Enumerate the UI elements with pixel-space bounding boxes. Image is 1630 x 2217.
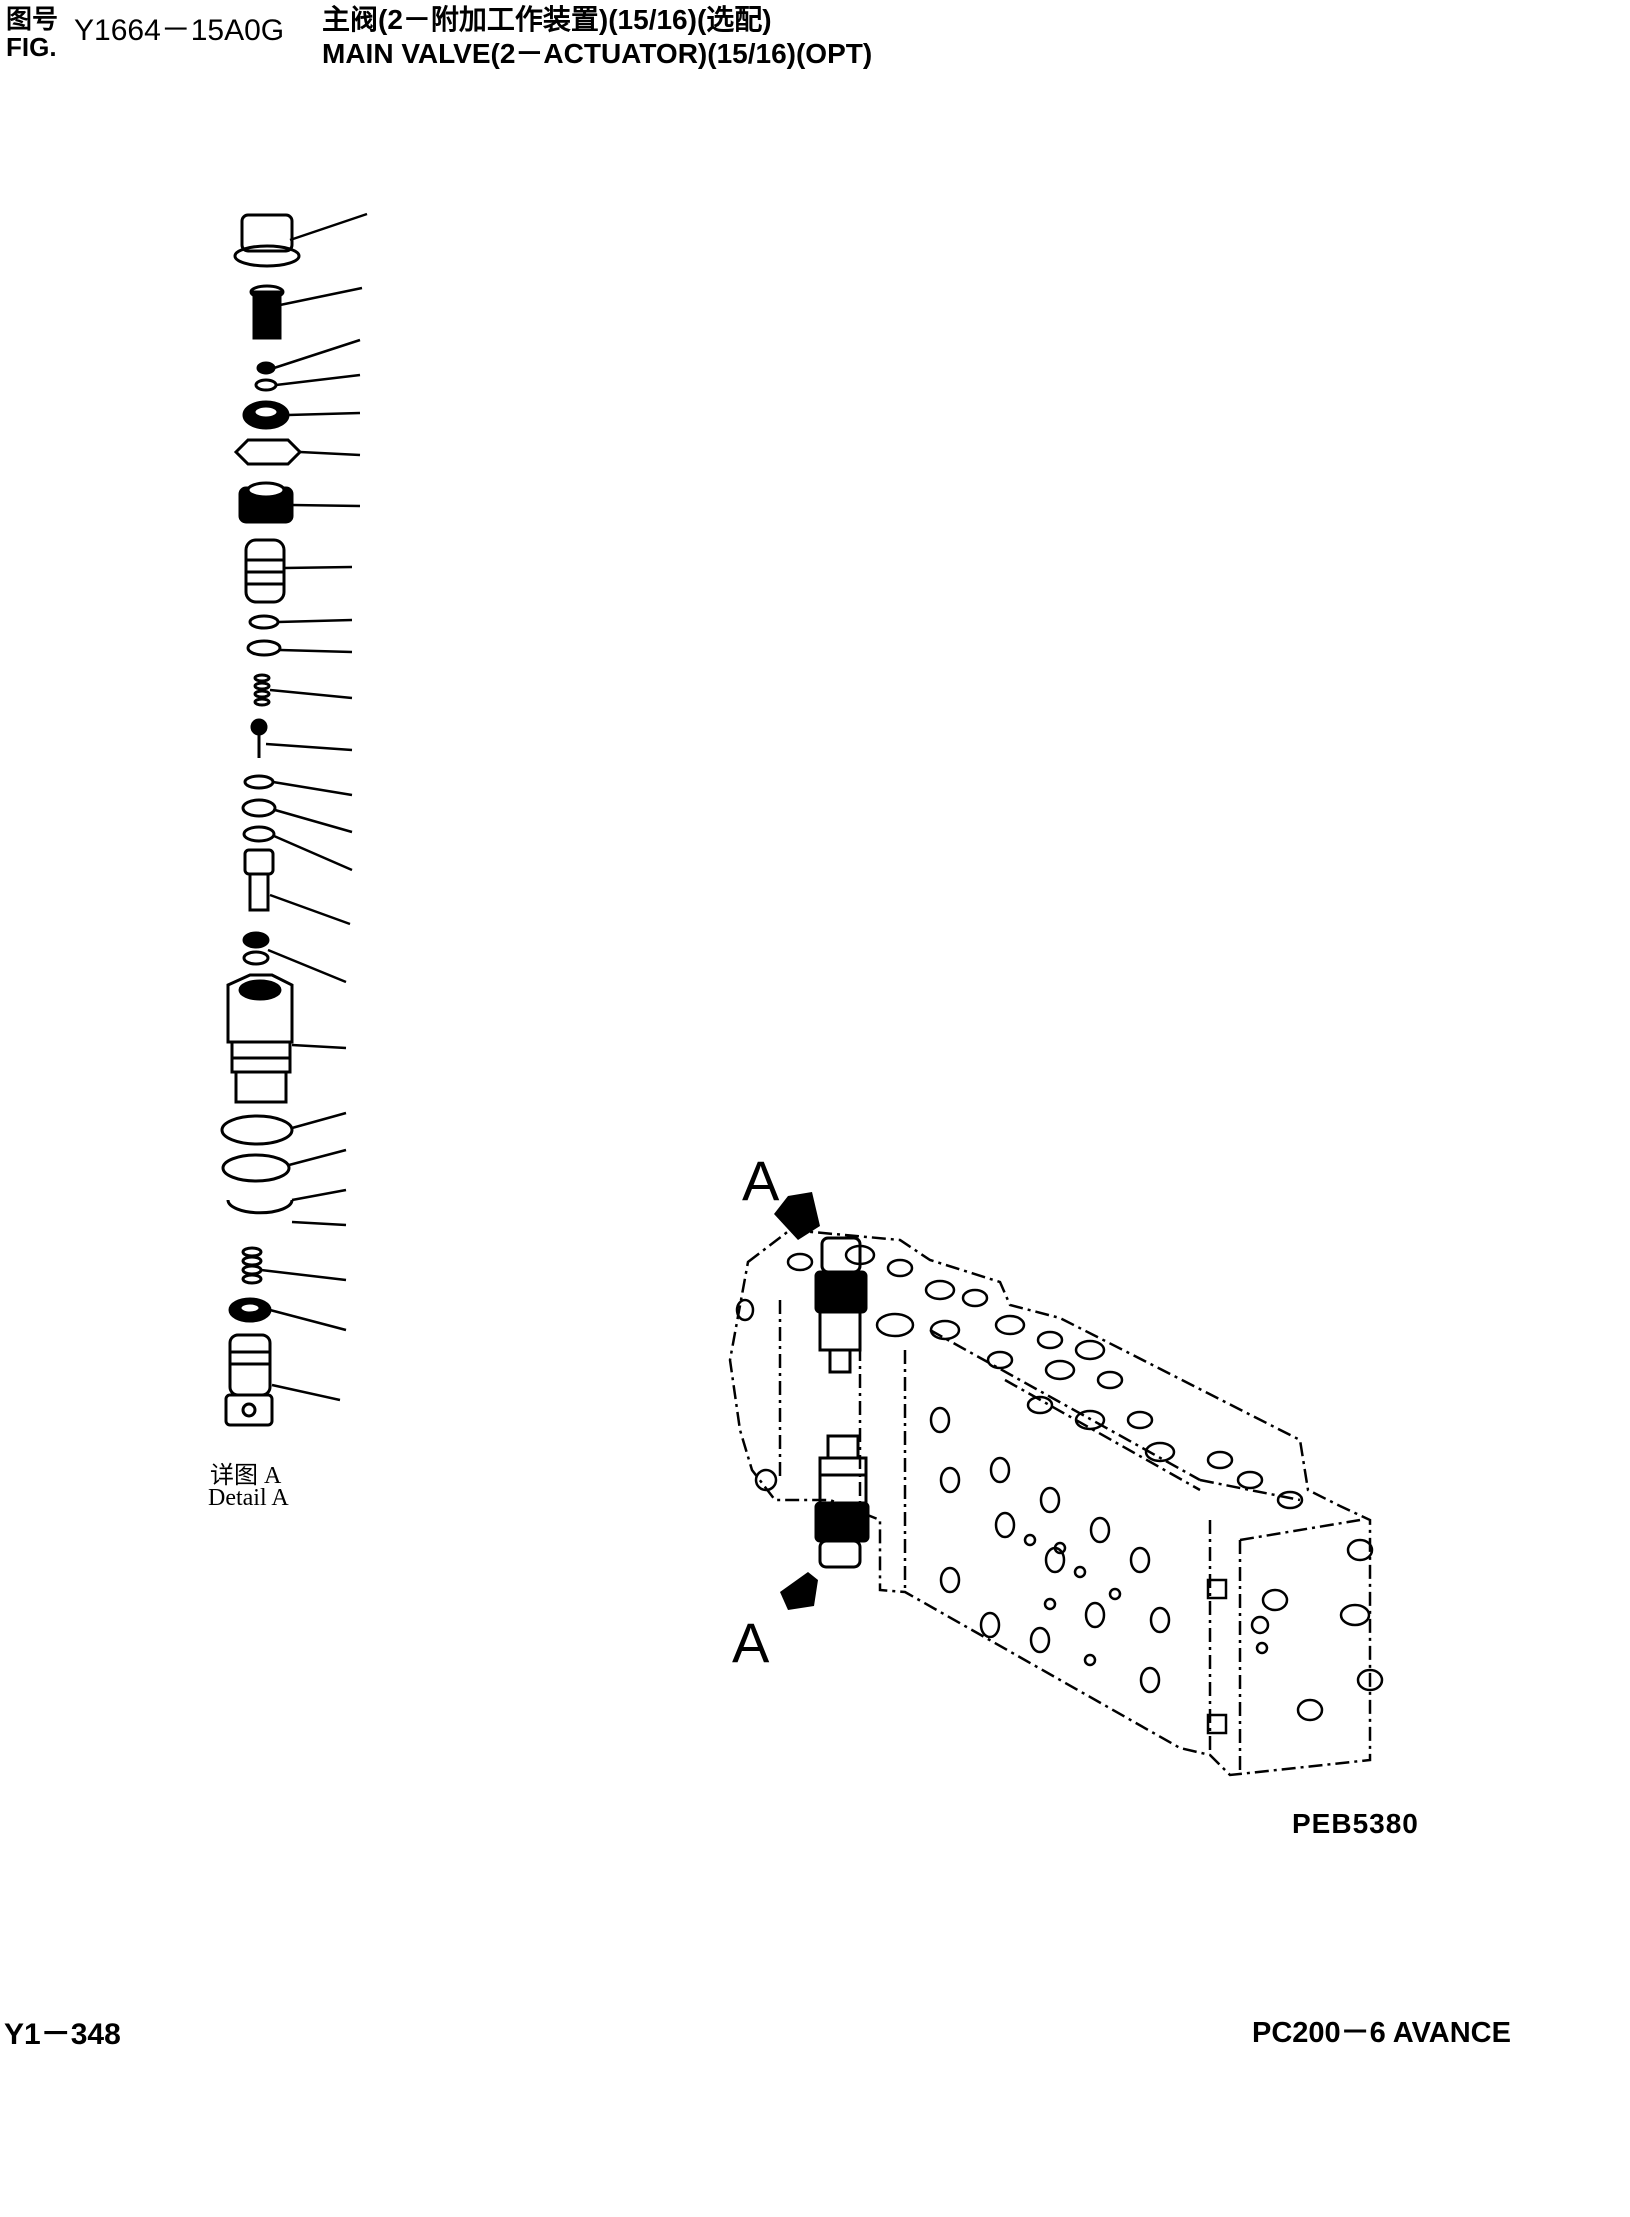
title-en: MAIN VALVE(2－ACTUATOR)(15/16)(OPT) [322, 38, 873, 69]
part-small-ball [256, 361, 276, 375]
relief-valve-top [814, 1236, 868, 1374]
part-washer-plate [233, 438, 303, 466]
part-o-ring-1 [248, 614, 280, 630]
part-o-ring-2 [246, 639, 282, 657]
callout-label-top: A [742, 1149, 780, 1212]
detail-a-exploded-view [220, 212, 368, 1427]
part-snap-ring [226, 1199, 294, 1215]
part-o-ring-5 [242, 825, 276, 843]
model-name: PC200－6 AVANCE [1252, 2017, 1511, 2049]
callout-label-bottom: A [732, 1611, 770, 1674]
part-large-o-ring-2 [221, 1153, 291, 1183]
part-body [226, 973, 294, 1104]
part-plug [224, 1333, 274, 1427]
fig-number: Y1664－15A0G [74, 14, 285, 47]
main-valve-assembly [728, 1192, 1384, 1777]
part-o-ring-4 [241, 798, 277, 818]
part-needle [250, 718, 268, 758]
fig-label-en: FIG. [6, 32, 57, 62]
detail-label-cn: 详图 A [210, 1463, 282, 1489]
fig-label-cn: 图号 [6, 4, 59, 34]
relief-valve-bottom [814, 1434, 870, 1569]
part-large-o-ring-1 [220, 1114, 294, 1146]
part-ring-small [242, 950, 270, 966]
part-nut [242, 400, 290, 430]
part-o-ring-3 [243, 774, 275, 790]
callout-arrow-bottom [780, 1572, 818, 1610]
port-holes [735, 1244, 1384, 1735]
part-poppet [244, 538, 286, 604]
part-backup-ring [242, 931, 270, 949]
page-number: Y1－348 [4, 2018, 121, 2051]
title-cn: 主阀(2－附加工作装置)(15/16)(选配) [322, 4, 772, 35]
detail-label-en: Detail A [208, 1485, 289, 1511]
part-spring [253, 673, 271, 707]
part-spring-2 [241, 1246, 263, 1285]
leader-lines [260, 212, 368, 1402]
part-lock-nut [238, 481, 294, 524]
part-seal-washer [228, 1297, 272, 1323]
part-small-ring [254, 378, 278, 392]
part-cap [233, 213, 301, 268]
part-piston [249, 284, 285, 340]
callout-arrow-top [774, 1192, 820, 1240]
part-seat [243, 848, 275, 912]
figure-code: PEB5380 [1292, 1808, 1419, 1839]
